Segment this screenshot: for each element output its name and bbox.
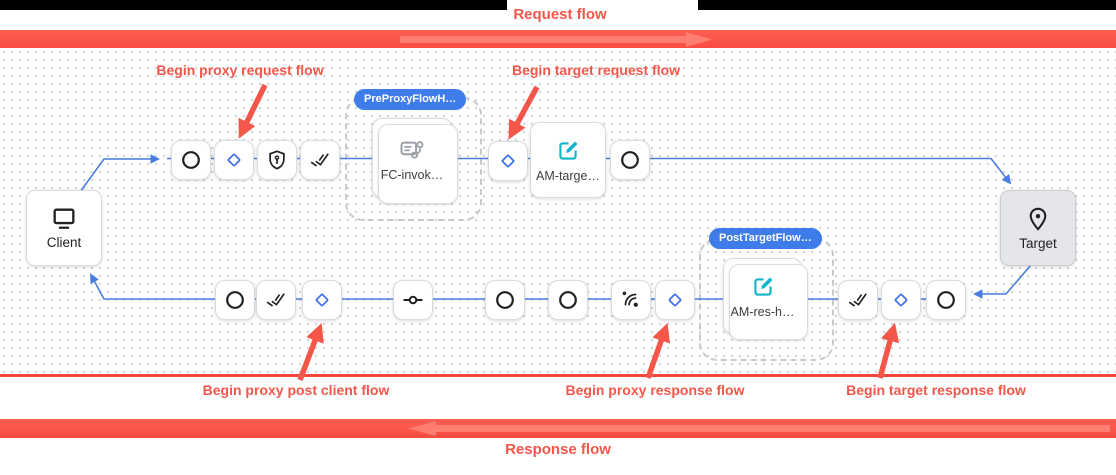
response-step-circle-4[interactable] bbox=[926, 280, 966, 320]
target-label: Target bbox=[1019, 236, 1057, 251]
proxy-response-condition-diamond[interactable] bbox=[655, 280, 695, 320]
request-step-circle-1[interactable] bbox=[171, 140, 211, 180]
assign-message-target-policy[interactable]: AM-targe… bbox=[530, 122, 606, 198]
client-endpoint[interactable]: Client bbox=[26, 190, 102, 266]
circle-icon bbox=[182, 151, 200, 169]
diamond-icon bbox=[227, 153, 241, 167]
post-target-flow-badge[interactable]: PostTargetFlow… bbox=[709, 228, 822, 249]
response-flow-label: Response flow bbox=[505, 441, 611, 458]
circle-icon bbox=[621, 151, 639, 169]
response-step-circle-1[interactable] bbox=[215, 280, 255, 320]
monitor-icon bbox=[53, 208, 75, 229]
bottom-red-rule bbox=[0, 374, 1116, 377]
assign-message-target-label: AM-targe… bbox=[536, 168, 600, 183]
signal-waves-icon bbox=[622, 291, 638, 307]
flow-callout-policy[interactable]: FC-invok… bbox=[372, 118, 458, 204]
top-black-bar-right bbox=[698, 0, 1116, 10]
begin-proxy-post-client-label: Begin proxy post client flow bbox=[202, 382, 390, 398]
response-assign-step-1[interactable] bbox=[256, 280, 296, 320]
begin-proxy-response-label: Begin proxy response flow bbox=[565, 382, 745, 398]
circle-icon bbox=[937, 291, 955, 309]
done-all-icon bbox=[310, 153, 329, 167]
edit-square-icon bbox=[559, 140, 578, 160]
diamond-icon bbox=[501, 154, 515, 168]
flow-canvas bbox=[0, 48, 1116, 375]
done-all-icon bbox=[266, 293, 285, 307]
request-proxy-condition-diamond[interactable] bbox=[214, 140, 254, 180]
target-endpoint[interactable]: Target bbox=[1000, 190, 1076, 266]
diamond-icon bbox=[894, 293, 908, 307]
flow-callout-icon bbox=[400, 140, 424, 159]
edit-square-icon bbox=[753, 276, 773, 296]
request-assign-step-1[interactable] bbox=[300, 140, 340, 180]
diamond-icon bbox=[668, 293, 682, 307]
top-black-bar-left bbox=[0, 0, 507, 10]
request-step-circle-2[interactable] bbox=[610, 140, 650, 180]
diamond-icon bbox=[315, 293, 329, 307]
response-assign-step-2[interactable] bbox=[838, 280, 878, 320]
request-flow-band bbox=[0, 30, 1116, 49]
commit-step[interactable] bbox=[393, 280, 433, 320]
flow-callout-label: FC-invok… bbox=[380, 167, 444, 182]
begin-proxy-request-label: Begin proxy request flow bbox=[156, 62, 324, 78]
post-client-condition-diamond[interactable] bbox=[302, 280, 342, 320]
response-arrow-icon bbox=[408, 421, 1110, 436]
circle-icon bbox=[559, 291, 577, 309]
client-label: Client bbox=[46, 235, 82, 250]
verify-api-key-step[interactable] bbox=[257, 140, 297, 180]
response-step-circle-2[interactable] bbox=[485, 280, 525, 320]
request-target-condition-diamond[interactable] bbox=[488, 141, 528, 181]
commit-icon bbox=[403, 295, 423, 305]
assign-message-response-label: AM-res-h… bbox=[730, 304, 795, 319]
assign-message-response-policy[interactable]: AM-res-h… bbox=[723, 258, 808, 340]
done-all-icon bbox=[848, 293, 867, 307]
begin-target-request-label: Begin target request flow bbox=[511, 62, 681, 78]
location-pin-icon bbox=[1029, 207, 1047, 231]
message-logging-step[interactable] bbox=[611, 280, 651, 320]
response-flow-band bbox=[0, 419, 1116, 438]
begin-target-response-label: Begin target response flow bbox=[846, 382, 1026, 398]
circle-icon bbox=[226, 291, 244, 309]
request-arrow-icon bbox=[400, 32, 712, 47]
target-response-condition-diamond[interactable] bbox=[881, 280, 921, 320]
request-flow-label: Request flow bbox=[513, 6, 607, 23]
response-step-circle-3[interactable] bbox=[548, 280, 588, 320]
shield-key-icon bbox=[269, 150, 285, 170]
circle-icon bbox=[496, 291, 514, 309]
pre-proxy-flow-badge[interactable]: PreProxyFlowH… bbox=[354, 89, 467, 110]
